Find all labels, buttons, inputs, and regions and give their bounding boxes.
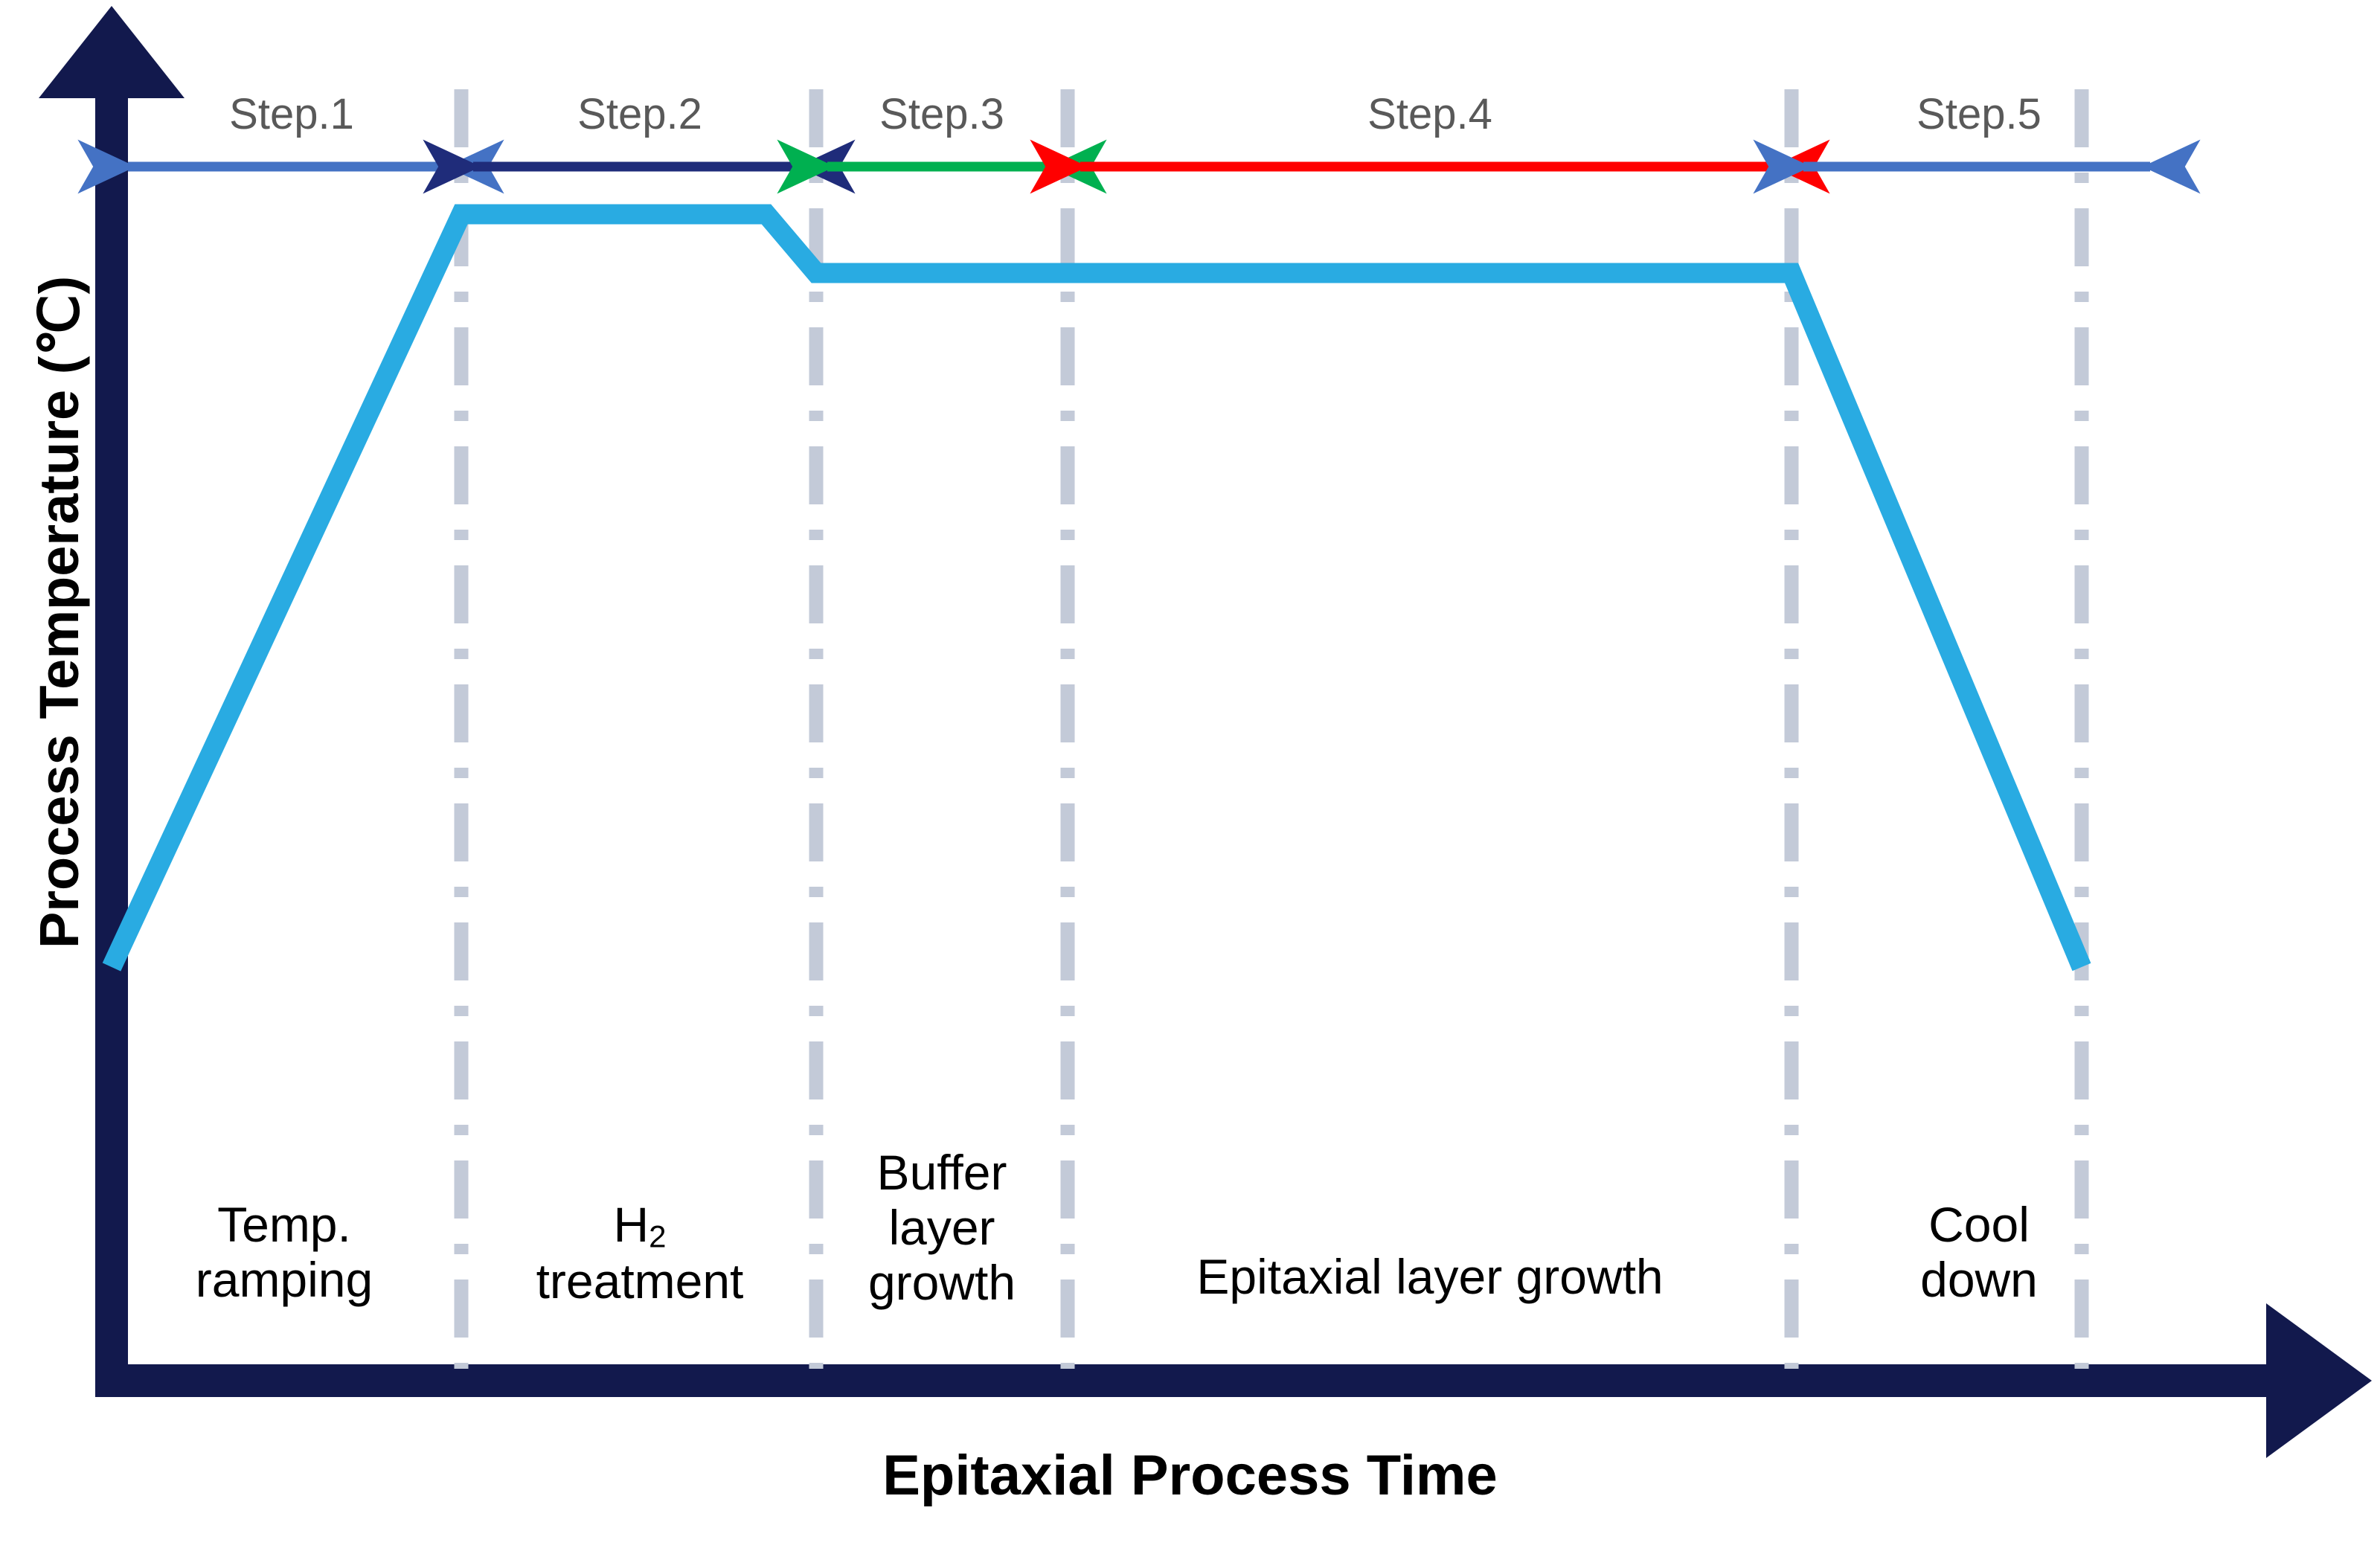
phase-2-line-2: treatment: [536, 1253, 744, 1309]
phase-3-line-1: Buffer: [876, 1145, 1007, 1200]
phase-5-line-2: down: [1920, 1251, 2038, 1307]
h2-formula-h: H: [613, 1197, 649, 1252]
step-label-2: Step.2: [577, 90, 702, 138]
phase-3-line-3: growth: [867, 1254, 1016, 1310]
step-label-1: Step.1: [229, 90, 354, 138]
h2-formula-subscript: 2: [649, 1219, 667, 1254]
phase-2-line-1: H2: [465, 1197, 815, 1254]
phase-4-line-1: Epitaxial layer growth: [1196, 1249, 1664, 1304]
step-label-3: Step.3: [879, 90, 1004, 138]
step-label-4: Step.4: [1367, 90, 1492, 138]
x-axis: [95, 1303, 2372, 1458]
phase-1-line-1: Temp.: [217, 1197, 351, 1252]
y-axis-title: Process Temperature (℃): [28, 275, 90, 949]
phase-1-line-2: ramping: [195, 1251, 373, 1307]
x-axis-title: Epitaxial Process Time: [882, 1444, 1498, 1507]
phase-3-line-2: layer: [888, 1199, 995, 1255]
phase-5-line-1: Cool: [1928, 1197, 2030, 1252]
phase-label-temp-ramping: Temp. ramping: [113, 1197, 455, 1308]
phase-label-cool-down: Cool down: [1830, 1197, 2128, 1308]
temperature-curve: [102, 204, 2091, 972]
y-axis: [39, 6, 185, 1397]
phase-label-h2-treatment: H2 treatment: [465, 1197, 815, 1309]
phase-label-epitaxial-layer-growth: Epitaxial layer growth: [1058, 1249, 1802, 1305]
step-divider-lines: [454, 89, 2089, 1369]
step-label-5: Step.5: [1916, 90, 2041, 138]
phase-label-buffer-layer-growth: Buffer layer growth: [819, 1145, 1065, 1311]
